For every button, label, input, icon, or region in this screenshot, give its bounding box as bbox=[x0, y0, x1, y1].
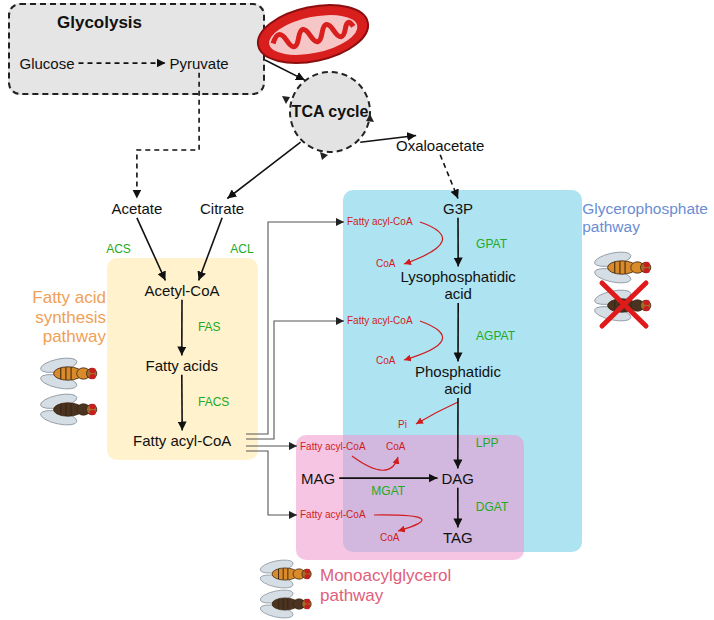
metabolite-label: Oxaloacetate bbox=[392, 136, 488, 155]
enzyme-label: LPP bbox=[476, 437, 499, 450]
flow-arrow bbox=[457, 303, 459, 362]
metabolite-name: Oxaloacetate bbox=[396, 137, 484, 154]
enzyme-label: ACS bbox=[106, 243, 131, 256]
metabolite-label: Acetate bbox=[108, 199, 167, 218]
red-cross bbox=[602, 283, 646, 326]
metabolite-label: TAG bbox=[439, 528, 477, 547]
flow-arrow bbox=[227, 142, 300, 198]
substrate-label: Fatty acyl-CoA bbox=[300, 441, 366, 452]
group-heading: Glycerophosphate pathway bbox=[582, 200, 708, 236]
group-heading: Glycolysis bbox=[57, 13, 142, 33]
metabolite-name: MAG bbox=[301, 470, 335, 487]
metabolite-name: TAG bbox=[443, 529, 473, 546]
tca-arrowheads bbox=[282, 96, 374, 160]
metabolite-label: G3P bbox=[439, 199, 477, 218]
metabolite-name: Pyruvate bbox=[170, 55, 229, 72]
enzyme-label: GPAT bbox=[476, 238, 507, 251]
metabolite-name: Acetate bbox=[112, 200, 163, 217]
metabolite-name: Fatty acyl-CoA bbox=[133, 432, 231, 449]
metabolite-label: Glucose bbox=[16, 54, 79, 73]
flow-arrow bbox=[457, 488, 459, 528]
flow-arrow bbox=[199, 218, 223, 281]
metabolite-name: DAG bbox=[442, 470, 475, 487]
substrate-label: Fatty acyl-CoA bbox=[347, 315, 413, 326]
cofactor-curves bbox=[352, 222, 458, 531]
enzyme-label: MGAT bbox=[371, 485, 405, 498]
fly-icon bbox=[593, 249, 650, 285]
metabolite-label: Pyruvate bbox=[166, 54, 233, 73]
metabolite-name: Fatty acids bbox=[146, 357, 219, 374]
cycle-circle: TCA cycle bbox=[288, 70, 372, 154]
flow-arrow bbox=[181, 300, 183, 356]
substrate-label: Fatty acyl-CoA bbox=[347, 216, 413, 227]
metabolite-name: Citrate bbox=[200, 200, 244, 217]
metabolite-label: Fatty acyl-CoA bbox=[129, 431, 235, 450]
group-heading: Fatty acid synthesis pathway bbox=[3, 288, 106, 347]
group-heading: Monoacylglycerol pathway bbox=[320, 566, 490, 605]
enzyme-label: ACL bbox=[230, 243, 253, 256]
metabolite-name: Acetyl-CoA bbox=[145, 282, 220, 299]
flow-arrow bbox=[457, 398, 459, 469]
flow-arrow bbox=[339, 477, 437, 479]
enzyme-label: FACS bbox=[198, 396, 229, 409]
cofactor-label: CoA bbox=[376, 258, 395, 269]
enzyme-label: FAS bbox=[198, 321, 221, 334]
cycle-label: TCA cycle bbox=[292, 103, 369, 121]
cofactor-label: Pi bbox=[398, 419, 407, 430]
substrate-label: Fatty acyl-CoA bbox=[300, 509, 366, 520]
mitochondrion bbox=[253, 0, 374, 72]
flow-arrow bbox=[79, 62, 166, 64]
fly-icon bbox=[39, 391, 96, 427]
flow-arrow bbox=[265, 60, 305, 80]
pathway-band: Fatty acid synthesis pathwayAcetyl-CoAFa… bbox=[107, 258, 258, 460]
metabolite-name: G3P bbox=[443, 200, 473, 217]
fly-icons bbox=[39, 249, 650, 620]
metabolite-label: MAG bbox=[297, 469, 339, 488]
flow-arrow bbox=[181, 375, 183, 431]
metabolite-label: Citrate bbox=[196, 199, 248, 218]
metabolite-label: Acetyl-CoA bbox=[141, 281, 224, 300]
cofactor-label: CoA bbox=[376, 355, 395, 366]
enzyme-label: AGPAT bbox=[476, 330, 515, 343]
process-group: GlycolysisGlucose Pyruvate bbox=[8, 3, 265, 95]
flow-arrow bbox=[440, 155, 458, 199]
flow-arrow bbox=[137, 73, 199, 199]
metabolite-label: Lysophosphatidic acid bbox=[397, 267, 520, 304]
pathway-band: Monoacylglycerol pathwayMAGDAGTAG bbox=[296, 435, 524, 560]
metabolite-name: Phosphatidic acid bbox=[415, 363, 501, 397]
metabolite-label: DAG bbox=[438, 469, 479, 488]
acyl-supply-lines bbox=[246, 222, 344, 515]
flow-arrow bbox=[457, 218, 459, 267]
metabolite-name: Glucose bbox=[20, 55, 75, 72]
cofactor-label: CoA bbox=[380, 532, 399, 543]
flow-arrow bbox=[137, 218, 166, 281]
enzyme-label: DGAT bbox=[476, 501, 508, 514]
metabolite-label: Fatty acids bbox=[142, 356, 223, 375]
metabolite-label: Phosphatidic acid bbox=[411, 362, 505, 399]
cofactor-label: CoA bbox=[386, 441, 405, 452]
flow-arrow bbox=[360, 136, 416, 143]
fly-icon bbox=[259, 588, 311, 620]
fly-icon bbox=[259, 558, 311, 591]
fly-icon bbox=[39, 355, 96, 391]
metabolite-name: Lysophosphatidic acid bbox=[401, 268, 516, 302]
